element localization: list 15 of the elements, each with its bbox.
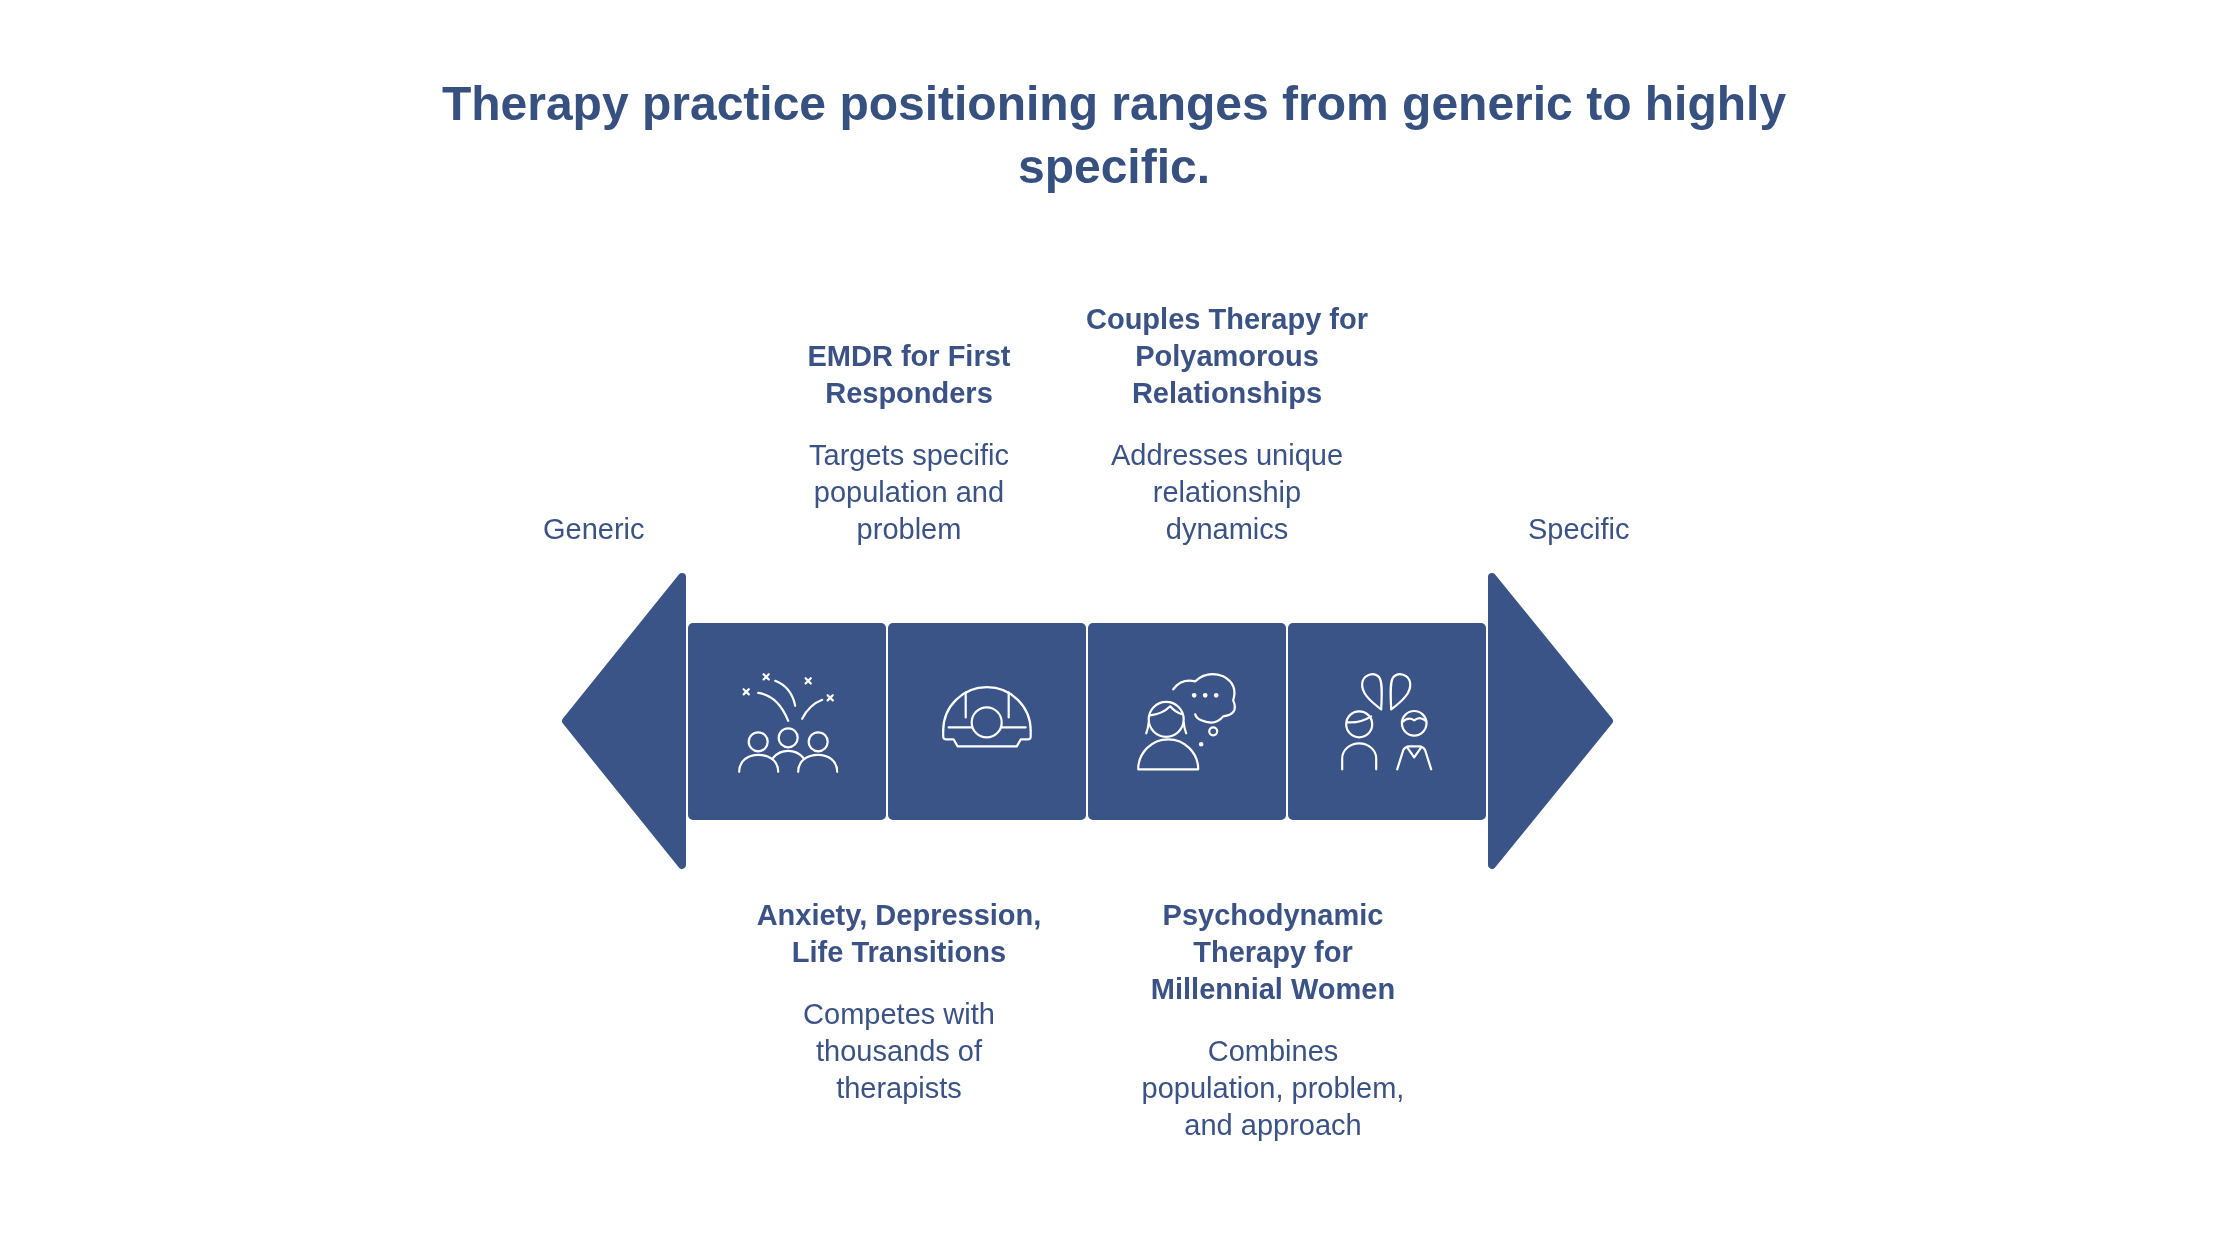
heading-text: Anxiety, Depression, Life Transitions	[755, 898, 1043, 970]
description-text: Addresses unique relationship dynamics	[1109, 438, 1345, 547]
heading-text: EMDR for First Responders	[806, 339, 1012, 411]
icon-tile	[1288, 623, 1486, 820]
icon-tile	[888, 623, 1086, 820]
icon-tile	[1088, 623, 1286, 820]
scale-label: Specific	[1528, 511, 1630, 547]
icon-tile	[688, 623, 886, 820]
description-text: Targets specific population and problem	[808, 438, 1010, 547]
heading-text: Couples Therapy for Polyamorous Relationships	[1085, 302, 1369, 411]
scale-label: Generic	[543, 511, 645, 547]
description-text: Combines population, problem, and approach	[1140, 1034, 1406, 1143]
heading-text: Psychodynamic Therapy for Millennial Women	[1149, 898, 1397, 1007]
description-text: Competes with thousands of therapists	[802, 997, 996, 1106]
title: Therapy practice positioning ranges from generic to highly specific.	[440, 76, 1788, 195]
